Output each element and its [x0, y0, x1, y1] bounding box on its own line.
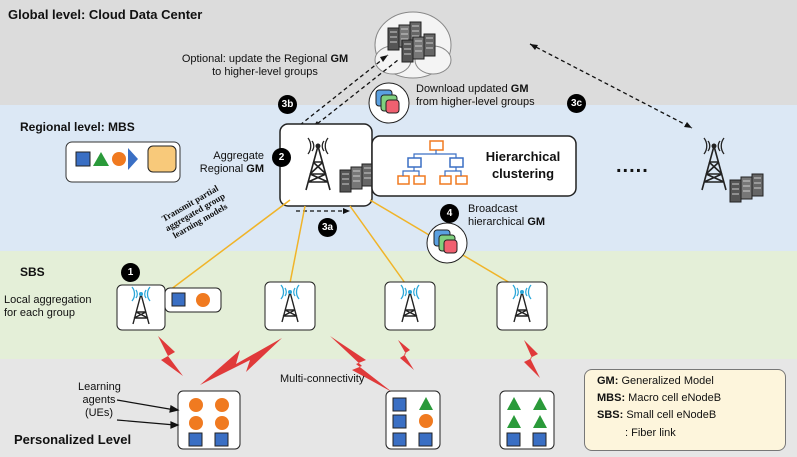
ellipsis-text: .....	[616, 155, 649, 177]
regional-model-strip	[65, 141, 181, 183]
lightning-icon	[158, 336, 540, 392]
hierarchical-clustering-text: Hierarchical clustering	[485, 149, 561, 181]
aggregate-text: Aggregate Regional GM	[199, 150, 264, 175]
step-4-badge: 4	[440, 204, 459, 223]
personalized-level-title: Personalized Level	[14, 432, 132, 447]
legend-gm: GM: Generalized Model	[597, 375, 714, 387]
legend-sbs: SBS: Small cell eNodeB	[597, 409, 717, 421]
legend-box: GM: Generalized Model MBS: Macro cell eN…	[584, 369, 786, 451]
model-stack-icon	[426, 222, 468, 264]
global-level-title: Global level: Cloud Data Center	[8, 7, 203, 22]
mbs-box	[279, 123, 374, 207]
ue-group-right	[499, 390, 555, 450]
local-aggregation-text: Local aggregation for each group	[4, 294, 92, 319]
step-3b-badge: 3b	[278, 95, 297, 114]
step-1-badge: 1	[121, 263, 140, 282]
step-3c-badge: 3c	[567, 94, 586, 113]
step-2-badge: 2	[272, 148, 291, 167]
hierarchy-icon	[397, 140, 468, 185]
download-model-stack-icon	[368, 82, 410, 124]
multi-connectivity-text: Multi-connectivity	[280, 373, 365, 385]
hierarchical-clustering-box	[371, 135, 577, 197]
broadcast-text: Broadcast hierarchical GM	[468, 203, 546, 228]
download-text: Download updated GM from higher-level gr…	[416, 83, 535, 108]
cloud-server-icon	[374, 11, 452, 79]
learning-agents-text: Learning agents (UEs)	[78, 381, 121, 419]
ue-group-left	[177, 390, 241, 450]
ue-group-middle	[385, 390, 441, 450]
legend-mbs: MBS: Macro cell eNodeB	[597, 392, 722, 404]
optional-update-text: Optional: update the Regional GM to high…	[181, 53, 349, 78]
sbs-level-title: SBS	[20, 265, 45, 279]
learning-agents-arrows	[116, 399, 180, 429]
regional-level-title: Regional level: MBS	[20, 120, 135, 134]
legend-fiber: : Fiber link	[625, 427, 676, 439]
tower-icon-right	[701, 137, 764, 203]
step-3a-badge: 3a	[318, 218, 337, 237]
sbs-towers	[116, 281, 548, 331]
